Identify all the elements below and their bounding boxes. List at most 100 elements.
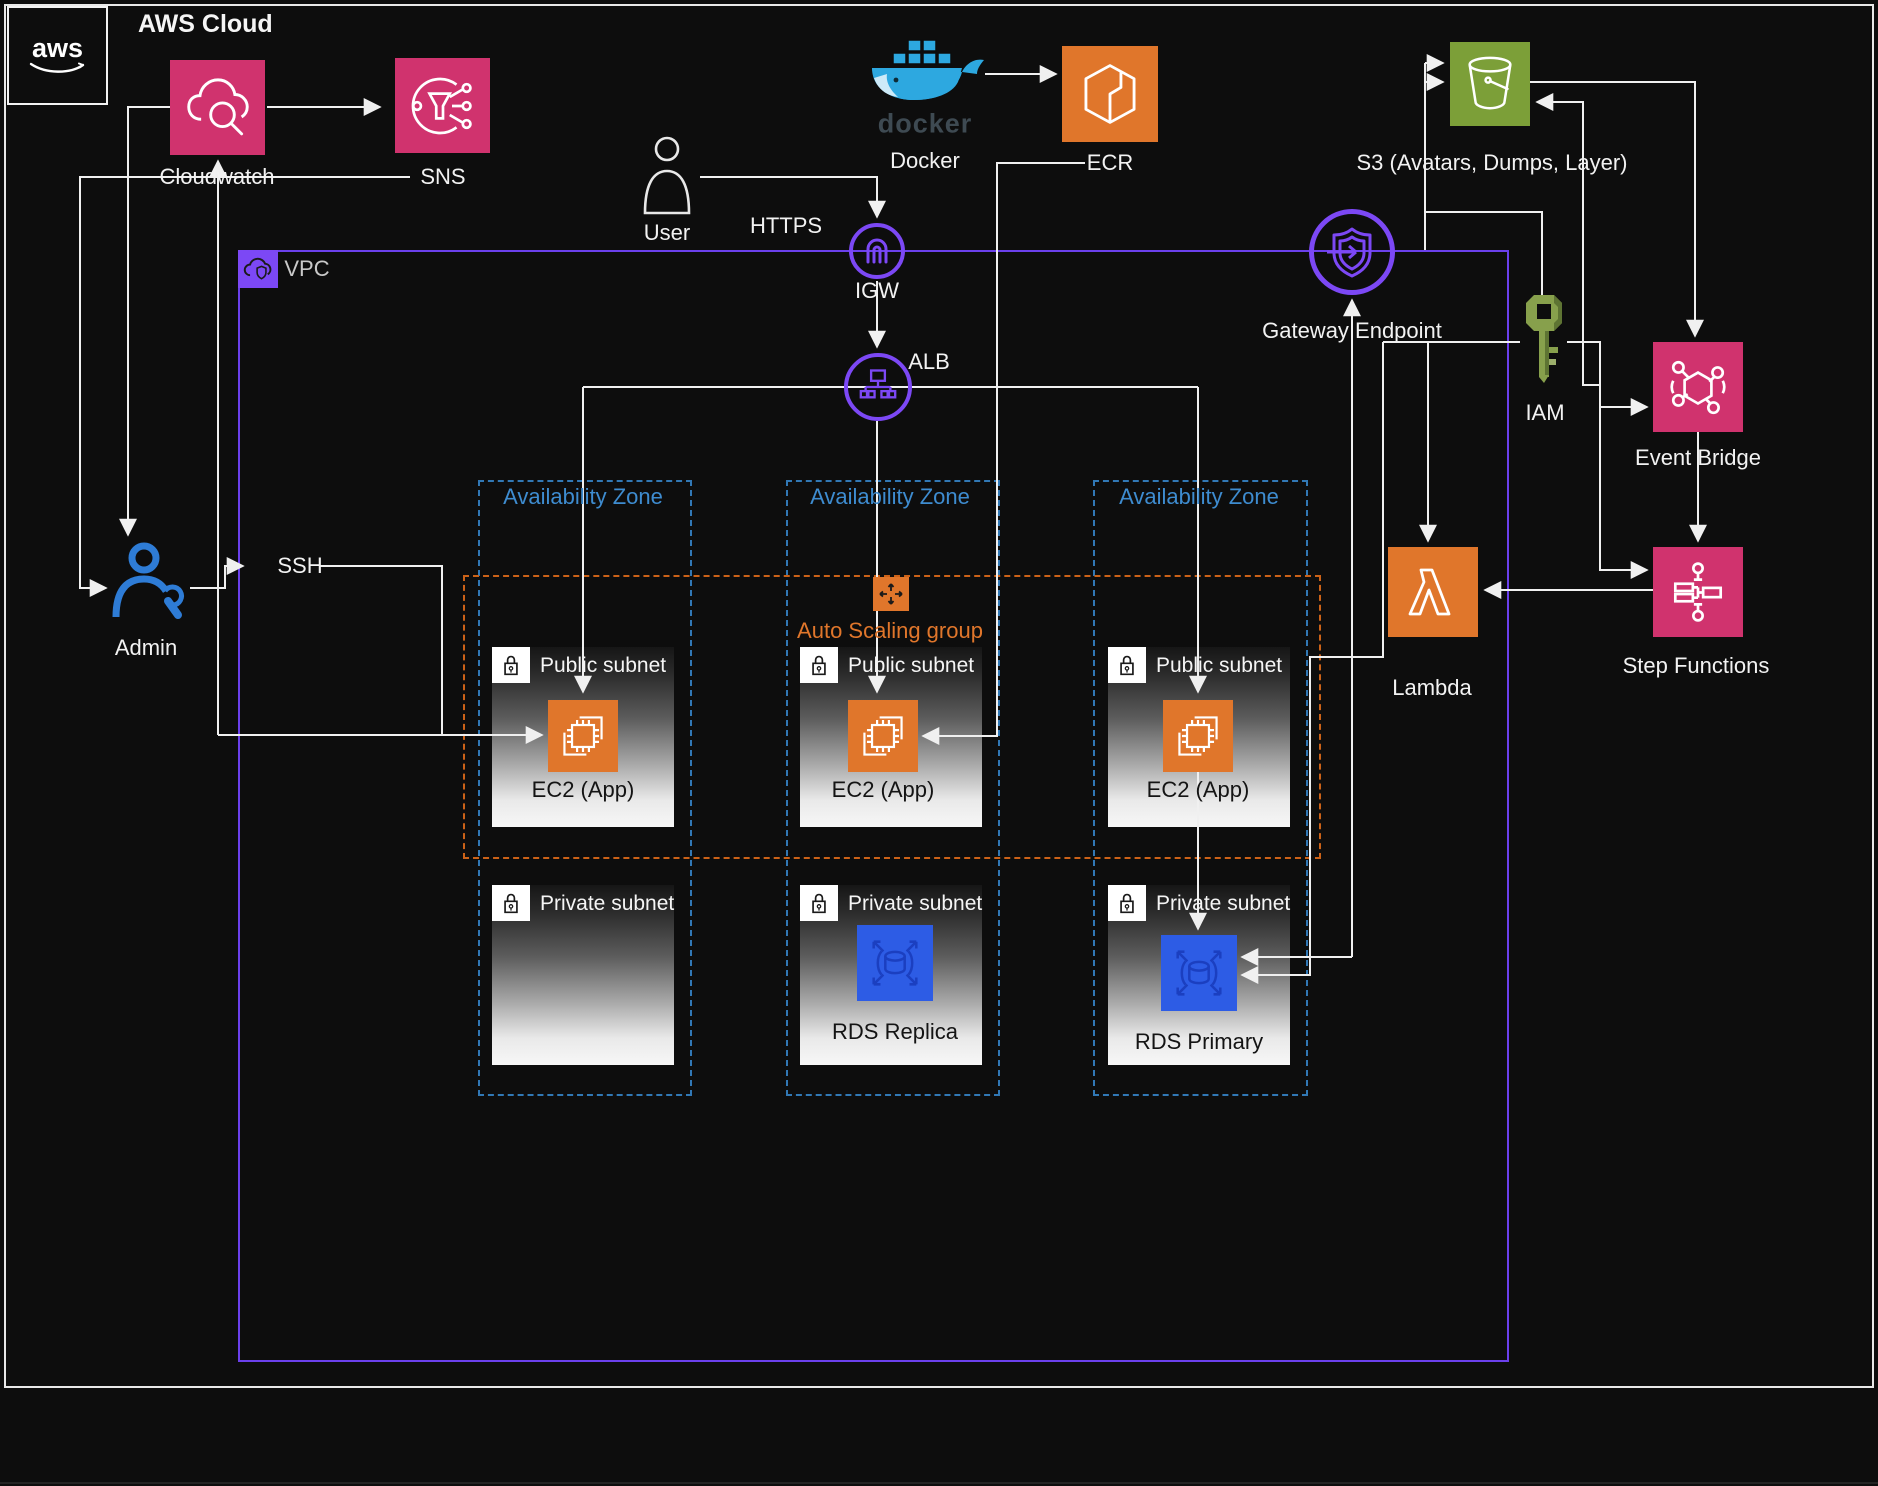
step-functions-node[interactable] (1653, 547, 1743, 637)
user-node[interactable] (635, 133, 699, 219)
lock-icon (1108, 885, 1146, 921)
az1-label: Availability Zone (503, 484, 663, 509)
igw-node[interactable] (849, 223, 905, 279)
edge-ssh-line (320, 565, 443, 734)
rds-icon (872, 940, 918, 986)
ecr-label: ECR (1086, 150, 1134, 175)
s3-node[interactable] (1450, 42, 1530, 126)
private-subnet-az1-label: Private subnet (540, 892, 675, 915)
load-balancer-icon (859, 369, 897, 399)
igw-label: IGW (855, 278, 899, 303)
cloudwatch-icon (186, 77, 249, 135)
vpc-icon[interactable] (238, 250, 278, 288)
aws-swoosh-icon (29, 62, 84, 73)
edge-iam-s3-riser (1425, 211, 1543, 295)
edge-s3-eventbridge (1530, 81, 1704, 338)
ecr-icon (1084, 64, 1136, 124)
cloudwatch-label: Cloudwatch (159, 164, 275, 189)
rds-primary-label: RDS Primary (1134, 1029, 1264, 1054)
step-functions-label: Step Functions (1622, 653, 1770, 678)
docker-node[interactable] (862, 38, 988, 110)
iam-node[interactable] (1518, 293, 1570, 385)
canvas-bottom-edge (0, 1482, 1878, 1484)
auto-scaling-group-border (463, 575, 1321, 859)
availability-zone-1-border (478, 480, 692, 1096)
lock-icon (492, 647, 530, 683)
lock-icon (1108, 647, 1146, 683)
edge-cloudwatch-admin (119, 106, 170, 537)
s3-bucket-icon (1468, 56, 1512, 110)
gateway-endpoint-label: Gateway Endpoint (1262, 318, 1442, 343)
edge-into-s3-right (1535, 93, 1600, 386)
edge-ecr-ec2-az2 (921, 162, 1085, 745)
rds-primary-node[interactable] (1161, 935, 1237, 1011)
iam-key-icon (1526, 295, 1562, 383)
aws-logo: aws (7, 6, 108, 105)
rds-replica-label: RDS Replica (832, 1019, 958, 1044)
aws-cloud-group-border (4, 4, 1874, 1388)
aws-cloud-title: AWS Cloud (138, 10, 273, 38)
ec2-az3-node[interactable] (1163, 700, 1233, 772)
cloudwatch-node[interactable] (170, 60, 265, 155)
lock-icon (800, 885, 838, 921)
lambda-node[interactable] (1388, 547, 1478, 637)
sns-icon (411, 77, 472, 134)
gateway-endpoint-icon (1327, 227, 1372, 278)
user-icon (643, 136, 691, 215)
lock-icon (800, 647, 838, 683)
az3-label: Availability Zone (1119, 484, 1279, 509)
public-subnet-az2-label: Public subnet (848, 654, 975, 677)
auto-scaling-icon[interactable] (873, 577, 909, 611)
step-functions-icon (1673, 562, 1723, 622)
gateway-endpoint-node[interactable] (1309, 209, 1395, 295)
admin-node[interactable] (108, 541, 192, 627)
alb-node[interactable] (844, 353, 912, 421)
ssh-edge-label: SSH (277, 553, 323, 578)
docker-whale-icon (872, 39, 984, 100)
s3-label: S3 (Avatars, Dumps, Layer) (1356, 150, 1628, 175)
rds-replica-node[interactable] (857, 925, 933, 1001)
rds-icon (1176, 950, 1222, 996)
public-subnet-az3-label: Public subnet (1156, 654, 1283, 677)
event-bridge-node[interactable] (1653, 342, 1743, 432)
public-subnet-az1-label: Public subnet (540, 654, 667, 677)
ec2-icon (1178, 716, 1218, 756)
ec2-az1-node[interactable] (548, 700, 618, 772)
internet-gateway-icon (866, 238, 888, 264)
edge-iam-stepfunctions (1567, 341, 1649, 579)
admin-label: Admin (114, 635, 178, 660)
availability-zone-3-border (1093, 480, 1308, 1096)
user-label: User (643, 220, 691, 245)
ec2-icon (563, 716, 603, 756)
docker-label: Docker (890, 148, 960, 173)
lambda-label: Lambda (1392, 675, 1472, 700)
sns-node[interactable] (395, 58, 490, 153)
lambda-icon (1408, 568, 1451, 616)
ec2-az2-node[interactable] (848, 700, 918, 772)
admin-wrench-icon (112, 542, 184, 619)
ec2-az3-label: EC2 (App) (1146, 777, 1250, 802)
private-subnet-az2-label: Private subnet (848, 892, 983, 915)
availability-zone-2-border (786, 480, 1000, 1096)
edge-user-igw (700, 176, 886, 219)
https-edge-label: HTTPS (749, 213, 823, 238)
iam-label: IAM (1525, 400, 1565, 425)
edge-iam-rds-primary (1240, 342, 1384, 984)
lock-icon (492, 885, 530, 921)
sns-label: SNS (420, 164, 466, 189)
private-subnet-az3-label: Private subnet (1156, 892, 1291, 915)
alb-label: ALB (908, 349, 950, 374)
event-bridge-icon (1670, 360, 1726, 415)
auto-scaling-group-label: Auto Scaling group (797, 618, 983, 643)
edge-sns-admin (79, 176, 410, 597)
vpc-cloud-lock-icon (243, 257, 272, 280)
ec2-icon (863, 716, 903, 756)
aws-logo-text: aws (31, 32, 84, 63)
event-bridge-label: Event Bridge (1635, 445, 1761, 470)
az2-label: Availability Zone (810, 484, 970, 509)
vpc-label: VPC (284, 256, 330, 281)
ecr-node[interactable] (1062, 46, 1158, 142)
docker-wordmark: docker (877, 108, 973, 139)
